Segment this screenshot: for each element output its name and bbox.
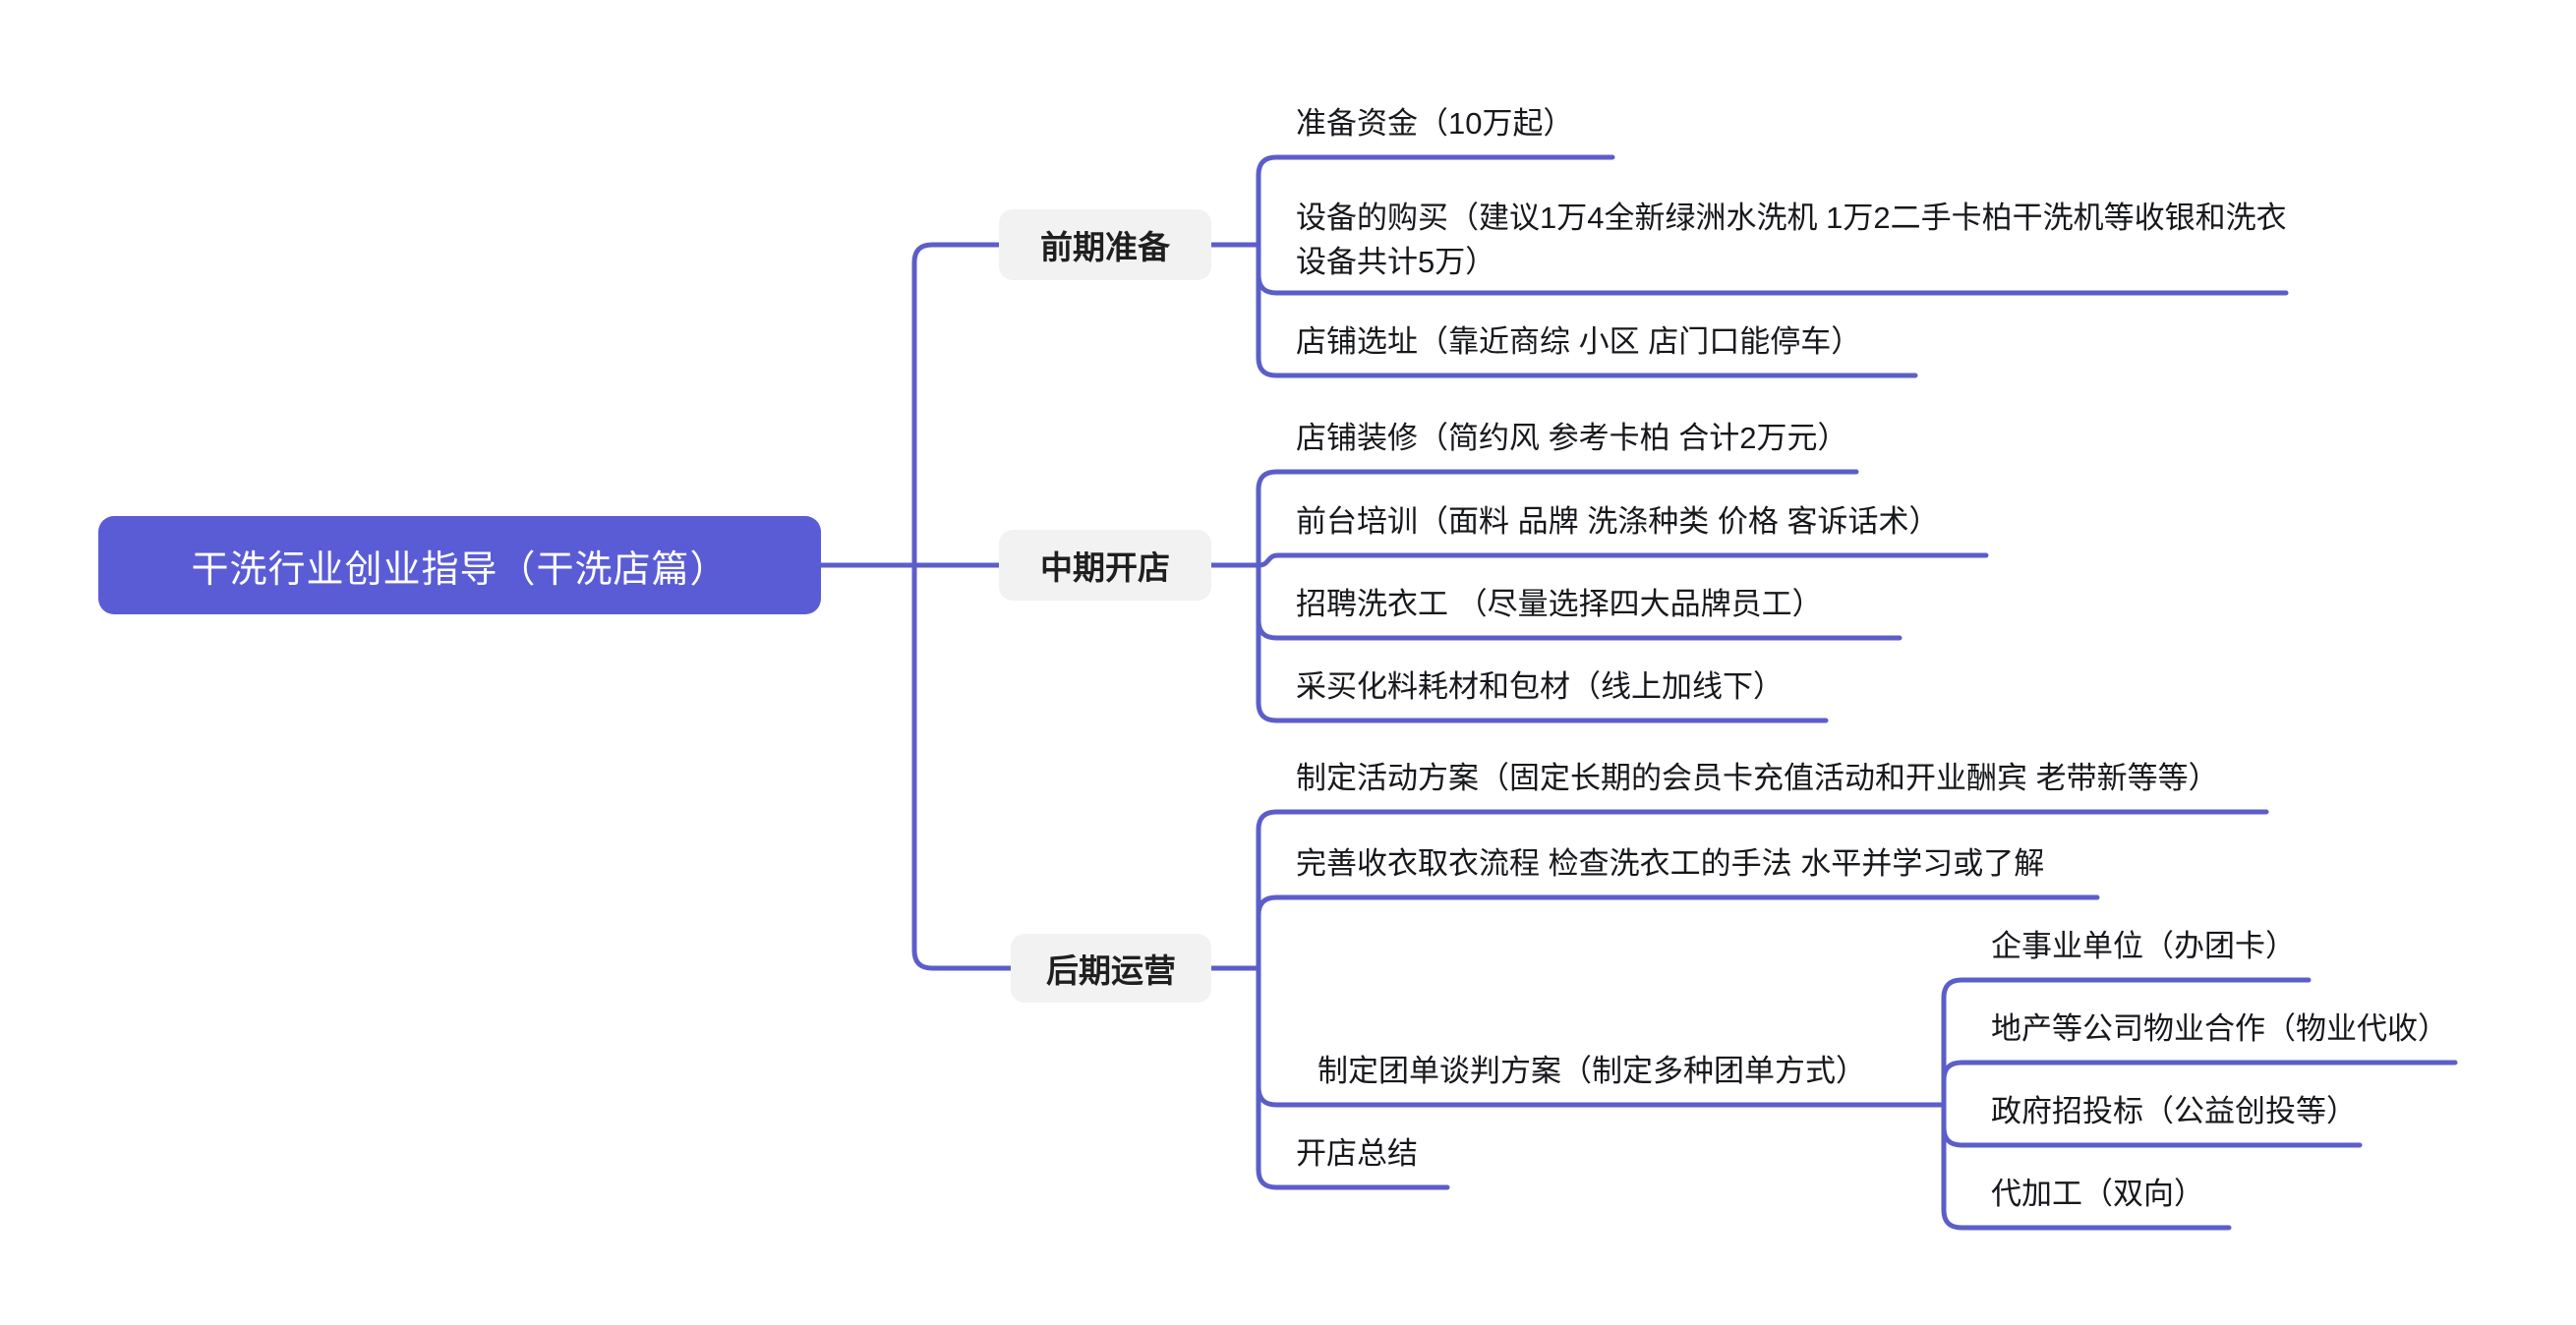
branch-topic-early-preparation[interactable]: 前期准备 (999, 209, 1211, 280)
topic-group-order-plan[interactable]: 制定团单谈判方案（制定多种团单方式） (1317, 1054, 1866, 1088)
connector-branch-mid-opening (1208, 469, 1989, 723)
connector-branch-early-preparation (1208, 154, 2289, 378)
connector-trunk (818, 242, 1014, 971)
topic-purchase-materials[interactable]: 采买化料耗材和包材（线上加线下） (1296, 669, 1784, 704)
topic-improve-process[interactable]: 完善收衣取衣流程 检查洗衣工的手法 水平并学习或了解 (1296, 846, 2045, 881)
topic-opening-summary[interactable]: 开店总结 (1296, 1136, 1418, 1171)
connector-subbranch-group-order (1941, 977, 2458, 1231)
subtopic-processing-service[interactable]: 代加工（双向） (1991, 1177, 2204, 1211)
topic-store-decoration[interactable]: 店铺装修（简约风 参考卡柏 合计2万元） (1296, 421, 1848, 455)
topic-activity-plan[interactable]: 制定活动方案（固定长期的会员卡充值活动和开业酬宾 老带新等等） (1296, 761, 2219, 795)
topic-front-desk-training[interactable]: 前台培训（面料 品牌 洗涤种类 价格 客诉话术） (1296, 504, 1940, 539)
topic-hire-laundry-workers[interactable]: 招聘洗衣工 （尽量选择四大品牌员工） (1296, 587, 1823, 621)
subtopic-property-cooperation[interactable]: 地产等公司物业合作（物业代收） (1991, 1011, 2448, 1046)
root-topic[interactable]: 干洗行业创业指导（干洗店篇） (98, 516, 821, 614)
connector-branch-later-operation (1208, 809, 2269, 1190)
topic-equipment-purchase[interactable]: 设备的购买（建议1万4全新绿洲水洗机 1万2二手卡柏干洗机等收银和洗衣设备共计5… (1296, 201, 2287, 279)
subtopic-government-bidding[interactable]: 政府招投标（公益创投等） (1991, 1094, 2357, 1128)
topic-store-location[interactable]: 店铺选址（靠近商综 小区 店门口能停车） (1296, 324, 1862, 359)
branch-topic-mid-opening[interactable]: 中期开店 (999, 530, 1211, 601)
subtopic-enterprise-units[interactable]: 企事业单位（办团卡） (1991, 929, 2296, 963)
topic-prepare-funds[interactable]: 准备资金（10万起） (1296, 106, 1574, 141)
branch-topic-later-operation[interactable]: 后期运营 (1011, 934, 1211, 1003)
